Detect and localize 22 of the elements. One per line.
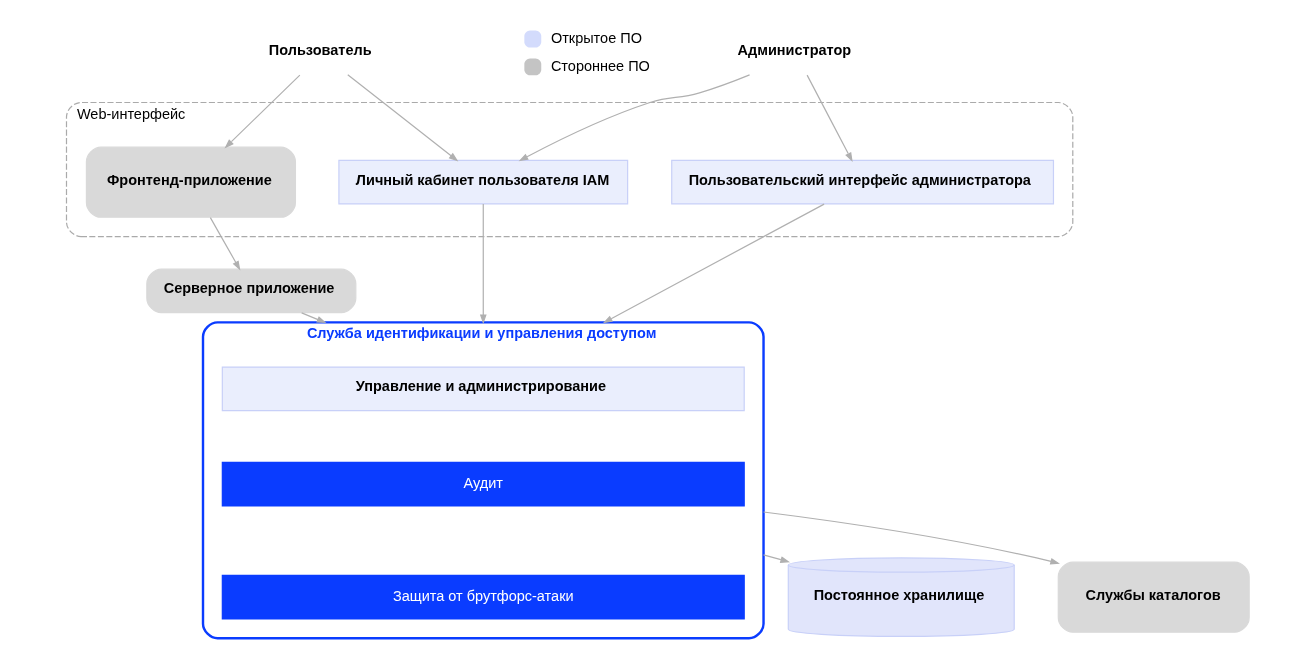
node-box: Аудит xyxy=(221,461,745,507)
arrow xyxy=(209,217,240,271)
node-box: Управление и администрирование xyxy=(221,366,745,412)
node-box: Серверное приложение xyxy=(145,268,356,314)
arrow xyxy=(223,74,300,149)
arrow xyxy=(762,511,1060,565)
arrow xyxy=(518,74,750,162)
node-box: Службы каталогов xyxy=(1057,561,1250,633)
arrow xyxy=(602,203,825,324)
node-box: Личный кабинет пользователя IAM xyxy=(337,159,628,205)
legend-label: Открытое ПО xyxy=(550,29,642,46)
node-box: Пользовательский интерфейс администратора xyxy=(670,159,1054,205)
arrow xyxy=(806,74,853,163)
node-box: Фронтенд-приложение xyxy=(85,146,296,218)
node-text: Пользователь xyxy=(268,42,372,59)
node-text: Администратор xyxy=(737,42,851,59)
node-box: Защита от брутфорс-атаки xyxy=(221,574,745,620)
arrow xyxy=(479,203,487,325)
arrow xyxy=(346,74,458,162)
arrow xyxy=(762,554,790,563)
arrow xyxy=(300,312,326,324)
legend-label: Стороннее ПО xyxy=(550,57,650,74)
